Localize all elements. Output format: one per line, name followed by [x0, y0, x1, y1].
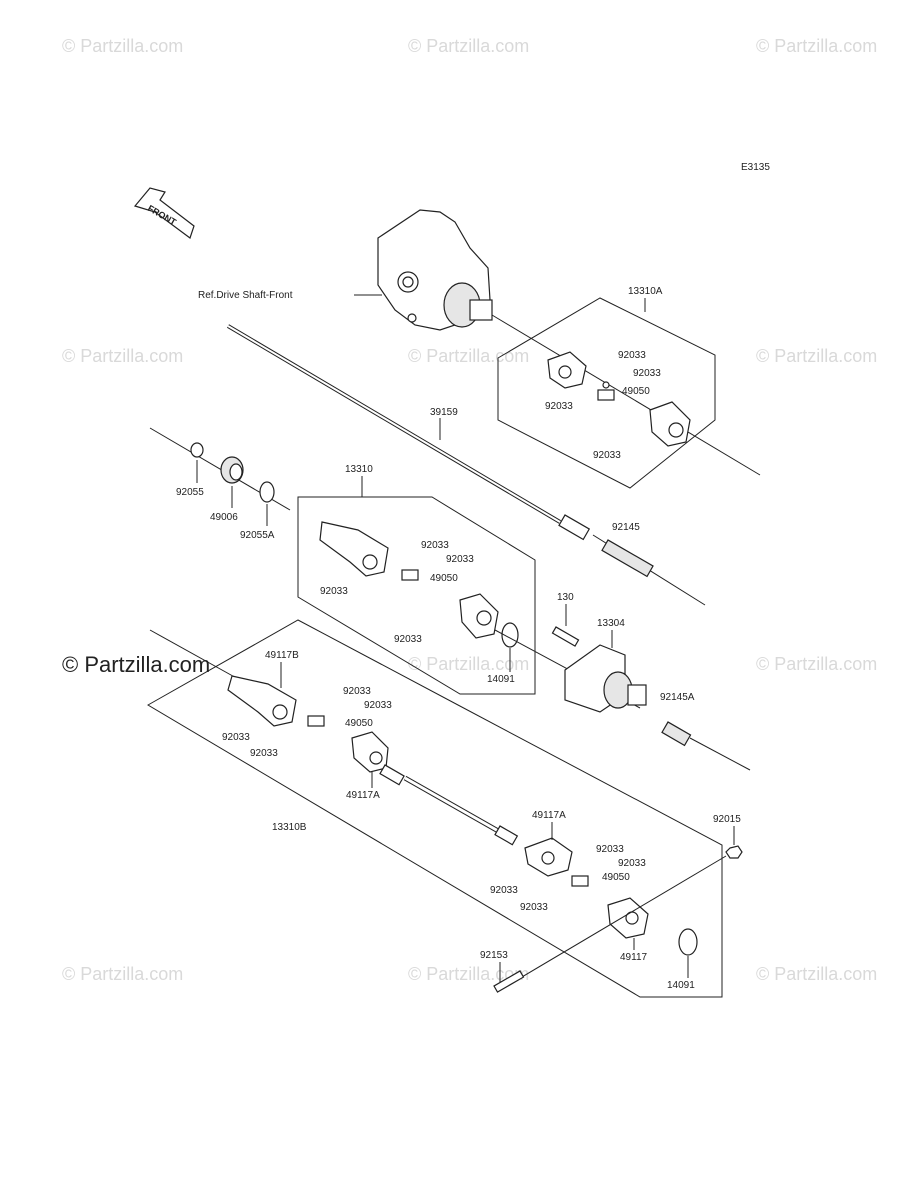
part-label-49117A-a: 49117A	[346, 790, 380, 801]
watermark: © Partzilla.com	[62, 964, 183, 984]
part-label-14091-b: 14091	[667, 980, 695, 991]
part-label-49117A-b: 49117A	[532, 810, 566, 821]
cross-joint-49050-top	[597, 381, 615, 401]
differential-housing	[377, 209, 761, 476]
seal-49006	[220, 456, 244, 484]
o-ring-92055	[190, 442, 204, 458]
intermediate-shaft	[379, 764, 519, 846]
part-label-49006: 49006	[210, 512, 238, 523]
yoke-13310-upper	[319, 521, 389, 577]
part-label-49050: 49050	[602, 872, 630, 883]
assembly-box-13310	[297, 496, 536, 695]
part-label-13310: 13310	[345, 464, 373, 475]
yoke-13310A-lower	[649, 401, 691, 447]
part-label-92033: 92033	[343, 686, 371, 697]
watermark: © Partzilla.com	[756, 36, 877, 56]
cross-joint-49050-low	[307, 715, 325, 727]
part-label-92033: 92033	[320, 586, 348, 597]
part-label-92055A: 92055A	[240, 530, 275, 541]
yoke-49117	[607, 897, 649, 939]
part-label-49050: 49050	[430, 573, 458, 584]
bolt-130	[551, 626, 580, 647]
watermark: © Partzilla.com	[408, 346, 529, 366]
part-label-49050: 49050	[345, 718, 373, 729]
part-label-39159: 39159	[430, 407, 458, 418]
part-label-92153: 92153	[480, 950, 508, 961]
part-label-49050: 49050	[622, 386, 650, 397]
front-arrow-icon: FRONT	[133, 187, 195, 239]
part-label-92033: 92033	[250, 748, 278, 759]
part-label-92033: 92033	[421, 540, 449, 551]
part-label-49117: 49117	[620, 952, 648, 963]
yoke-49117A-a	[351, 731, 389, 773]
assembly-box-13310B	[147, 619, 723, 998]
part-label-13310A: 13310A	[628, 286, 663, 297]
part-label-49117B: 49117B	[265, 650, 299, 661]
washer-14091	[501, 622, 519, 648]
watermark: © Partzilla.com	[408, 654, 529, 674]
watermark: © Partzilla.com	[408, 36, 529, 56]
part-label-92033: 92033	[520, 902, 548, 913]
spring-92145	[601, 539, 654, 578]
part-label-92033: 92033	[618, 350, 646, 361]
part-label-92033: 92033	[593, 450, 621, 461]
watermark: © Partzilla.com	[408, 964, 529, 984]
part-label-14091-a: 14091	[487, 674, 515, 685]
ref-label: Ref.Drive Shaft-Front	[198, 290, 293, 301]
watermark-main: © Partzilla.com	[62, 652, 210, 677]
nut-92015	[725, 845, 743, 859]
part-label-92033: 92033	[633, 368, 661, 379]
part-label-130: 130	[557, 592, 574, 603]
o-ring-92055A	[259, 481, 275, 503]
watermark: © Partzilla.com	[62, 36, 183, 56]
watermark: © Partzilla.com	[62, 346, 183, 366]
watermark: © Partzilla.com	[756, 964, 877, 984]
part-label-92033: 92033	[618, 858, 646, 869]
bolt-92153	[493, 970, 525, 993]
part-label-92015: 92015	[713, 814, 741, 825]
spring-92145A	[661, 721, 692, 747]
part-label-92055: 92055	[176, 487, 204, 498]
part-label-13304: 13304	[597, 618, 625, 629]
part-label-92033: 92033	[446, 554, 474, 565]
part-label-92033: 92033	[596, 844, 624, 855]
cross-joint-49050-mid	[401, 569, 419, 581]
part-label-92033: 92033	[222, 732, 250, 743]
bearing-housing-13304	[564, 644, 647, 713]
part-label-92033: 92033	[545, 401, 573, 412]
watermark: © Partzilla.com	[756, 346, 877, 366]
part-label-92145: 92145	[612, 522, 640, 533]
yoke-13310A-upper	[547, 351, 587, 389]
yoke-49117A-b	[524, 837, 573, 877]
watermark: © Partzilla.com	[756, 654, 877, 674]
part-label-92033: 92033	[490, 885, 518, 896]
part-label-92145A: 92145A	[660, 692, 695, 703]
part-label-92033: 92033	[394, 634, 422, 645]
watermarks: © Partzilla.com © Partzilla.com © Partzi…	[62, 36, 877, 984]
part-label-13310B: 13310B	[272, 822, 307, 833]
assembly-box-13310A	[497, 297, 716, 489]
yoke-49117B	[227, 675, 297, 727]
diagram-code: E3135	[741, 162, 770, 173]
part-label-92033: 92033	[364, 700, 392, 711]
washer-14091-b	[678, 928, 698, 956]
yoke-13310-lower	[459, 593, 499, 639]
cross-joint-49050-bottom	[571, 875, 589, 887]
